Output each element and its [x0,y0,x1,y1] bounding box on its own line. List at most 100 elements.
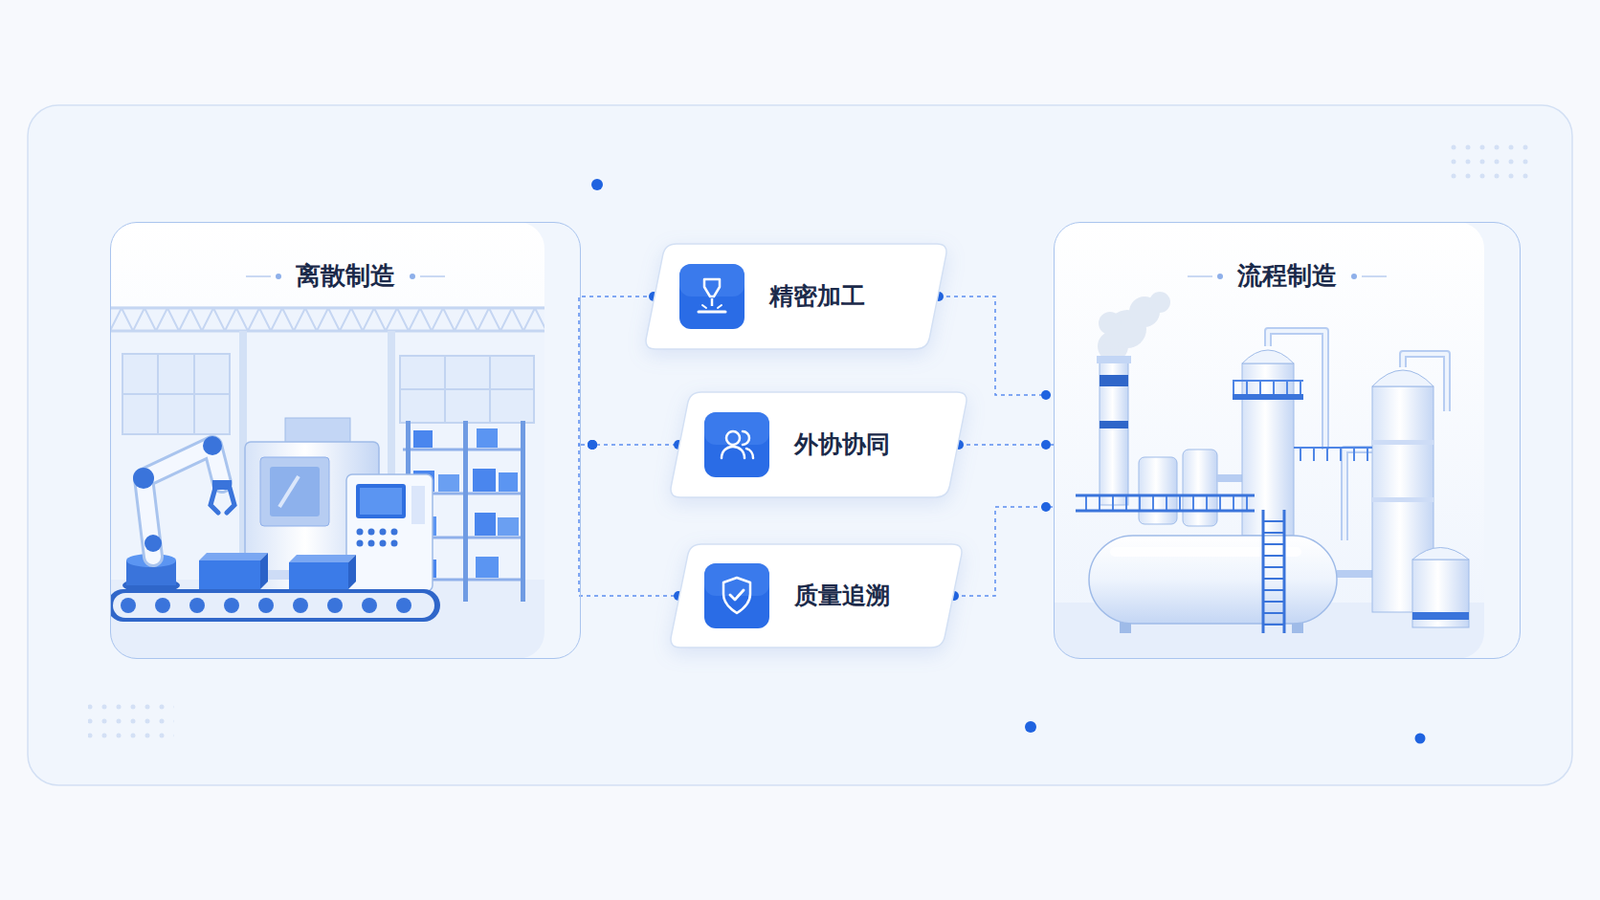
cnc-machine-part [260,457,330,527]
parallelogram-outline [645,244,947,350]
control-panel-part [355,484,406,519]
control-panel-part [391,529,399,536]
control-panel-part [391,540,399,548]
icon-glyph-part [746,448,754,459]
tall-tower-part [1242,350,1294,364]
ladder-part [1263,510,1285,634]
icon-highlight [704,563,770,597]
plant-illustration-part [1053,291,1485,660]
conveyor-part [327,598,343,614]
decor-dots-part [1024,721,1037,734]
icon-glyph-part [723,577,751,614]
platform-part [1075,495,1255,512]
control-panel [346,474,433,592]
conveyor-part [258,598,274,614]
cnc-machine-part [285,418,351,445]
icon-glyph [721,431,754,459]
tall-tower-part [1232,379,1304,382]
control-panel-part [346,474,433,592]
card-title: 流程制造 [1237,261,1337,291]
shelves-part [463,421,468,602]
factory-illustration-part-part [400,355,534,423]
control-panel-part [368,529,376,536]
tall-tower-part [1232,394,1304,400]
factory-illustration-part-part [122,354,230,435]
control-panel-part [411,486,425,525]
dashed-connector [578,296,654,445]
icon-background [704,563,770,629]
control-panel-part [379,540,387,548]
dashed-connector [578,444,679,597]
ornament-dot [1351,273,1357,280]
icon-glyph [698,279,726,312]
title-ornament [1187,271,1226,282]
connector-dot [1041,502,1051,512]
connector-dot [587,440,598,450]
title-ornament [245,271,285,282]
chimney-part [1096,355,1132,364]
feature-label: 精密加工 [769,282,866,312]
connector-dot [1041,440,1051,450]
category-card: 离散制造 [110,222,581,660]
control-panel-part [356,529,364,536]
pipes-part [1217,474,1243,483]
title-ornament [406,271,445,282]
control-panel-part [379,529,387,536]
robot-arm-part [144,534,162,553]
conveyor-part [110,589,441,623]
boxes [199,553,356,590]
icon-glyph-part [698,311,726,314]
dashed-connector [958,444,1054,446]
platform [1075,495,1255,512]
ladder-part [1263,521,1285,625]
category-card: 流程制造 [1053,222,1521,660]
conveyor-part [223,598,240,614]
tall-tower-part [1232,380,1304,395]
ornament-dot [409,273,416,280]
title-row: 流程制造 [1054,261,1520,291]
parallelogram-outline [670,544,962,648]
outer-panel [27,105,1573,786]
icon-highlight [704,412,770,445]
ornament-line [245,275,271,278]
boxes-part [288,562,349,590]
shelves-part [475,556,499,578]
chimney-part [1099,361,1129,506]
control-panel-part [356,540,364,548]
connector-dot [587,440,598,450]
icon-badge [704,563,770,629]
icon-glyph [723,577,751,614]
icon-background [679,264,745,330]
plant-illustration-part-part [1293,447,1373,462]
card-title: 离散制造 [295,261,396,291]
smoke-part [1149,291,1171,313]
conveyor-part [361,598,378,614]
title-ornament [1348,271,1387,282]
icon-glyph-part [711,298,714,307]
control-panel-part [368,540,376,548]
ornament-dot [275,273,282,280]
platform-part [1075,495,1255,512]
robot-arm-part [133,467,155,489]
ornament-dot [1217,273,1223,280]
factory-illustration-part-part [400,355,534,423]
feature-card: 精密加工 [643,243,950,351]
decor-dots-part [591,178,603,191]
cnc-machine-part [279,476,299,508]
chimney-part [1099,421,1129,429]
conveyor-part [112,593,435,619]
pipes-part [1344,449,1373,541]
conveyor-part [155,598,171,614]
dashed-connector [938,296,1054,396]
feature-card: 外协协同 [667,391,970,499]
factory-illustration [107,222,545,660]
decor-dots-part [1415,733,1426,745]
title-row: 离散制造 [111,261,580,291]
plant-illustration-part-part [1182,449,1218,527]
conveyor-part [120,598,136,614]
small-tank-part [1412,548,1469,561]
icon-glyph-part [726,431,740,445]
shelves-part [520,421,526,602]
icon-badge [704,412,770,478]
control-panel-part [359,488,402,515]
